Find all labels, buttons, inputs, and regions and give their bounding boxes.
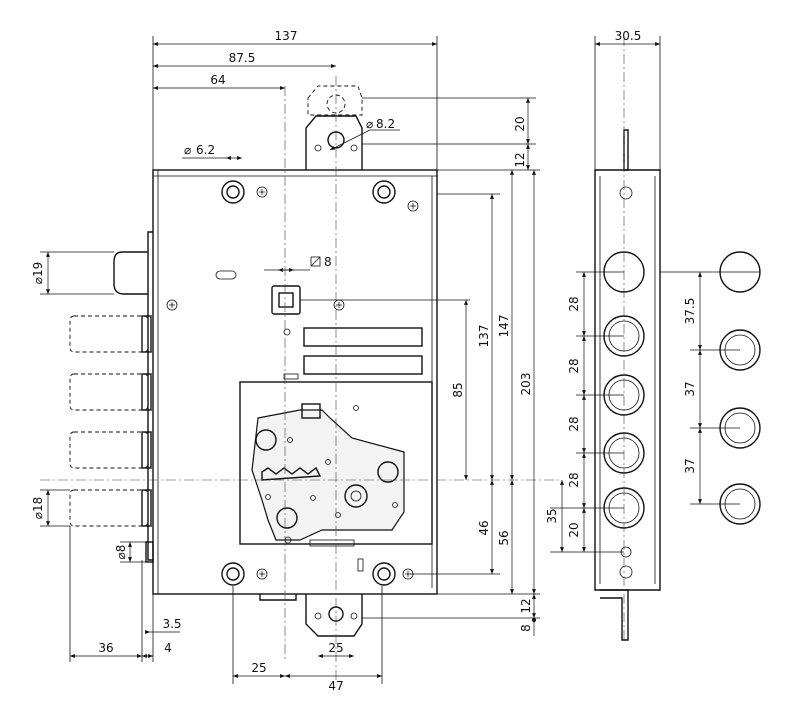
dim-pitch-35: 35 bbox=[545, 508, 559, 523]
dim-12-bottom: 12 bbox=[519, 598, 533, 613]
dim-87-5: 87.5 bbox=[229, 51, 256, 65]
dim-8-bottom: 8 bbox=[519, 624, 533, 632]
dim-25-left: 25 bbox=[251, 661, 266, 675]
dim-pitch-37-5: 37.5 bbox=[683, 298, 697, 325]
dim-147: 147 bbox=[497, 315, 511, 338]
side-view bbox=[594, 36, 761, 641]
dim-36: 36 bbox=[98, 641, 113, 655]
front-view bbox=[40, 76, 560, 680]
dim-3-5: 3.5 bbox=[162, 617, 181, 631]
top-tab-screw-r bbox=[350, 144, 358, 152]
dim-pitch-28-d: 28 bbox=[567, 472, 581, 487]
side-top-tab bbox=[623, 129, 629, 171]
dim-pitch-20: 20 bbox=[567, 522, 581, 537]
mech-pin-1 bbox=[255, 429, 277, 451]
deadbolts bbox=[69, 315, 152, 527]
dim-64: 64 bbox=[210, 73, 225, 87]
dim-pitch-37-b: 37 bbox=[683, 458, 697, 473]
dim-4: 4 bbox=[164, 641, 172, 655]
dim-46: 46 bbox=[477, 520, 491, 535]
dim-85: 85 bbox=[451, 382, 465, 397]
slot-lower bbox=[303, 355, 423, 375]
dim-12-top: 12 bbox=[513, 152, 527, 167]
top-tab-screw-l bbox=[314, 144, 322, 152]
dim-47: 47 bbox=[328, 679, 343, 693]
dim-30-5: 30.5 bbox=[615, 29, 642, 43]
dimension-labels: 137 87.5 64 ⌀ 8.2 ⌀ 6.2 8 ⌀19 ⌀18 ⌀8 20 … bbox=[31, 29, 697, 693]
small-pin bbox=[145, 541, 154, 563]
dim-137-top: 137 bbox=[275, 29, 298, 43]
dim-137-vertical: 137 bbox=[477, 325, 491, 348]
latch-bolt bbox=[113, 251, 148, 295]
dim-hole-8-2: 8.2 bbox=[376, 117, 395, 131]
slot-indicator bbox=[215, 270, 237, 280]
key-profile bbox=[261, 466, 322, 481]
bolt-profile-circles bbox=[719, 251, 761, 525]
square-symbol-icon bbox=[310, 256, 321, 267]
dim-dia-8: ⌀8 bbox=[114, 545, 128, 560]
dim-pitch-37-a: 37 bbox=[683, 381, 697, 396]
spindle-hub bbox=[271, 285, 301, 315]
dim-phi-6-2-symbol: ⌀ bbox=[184, 143, 191, 157]
dim-56: 56 bbox=[497, 530, 511, 545]
dim-203: 203 bbox=[519, 373, 533, 396]
dim-pitch-28-b: 28 bbox=[567, 358, 581, 373]
dim-25-center: 25 bbox=[328, 641, 343, 655]
dim-square-8: 8 bbox=[324, 255, 332, 269]
dimension-lines bbox=[40, 36, 760, 684]
side-case bbox=[594, 169, 661, 591]
bushing-top-right bbox=[372, 180, 396, 204]
top-tab bbox=[305, 115, 363, 170]
spindle-square bbox=[278, 292, 294, 308]
bottom-slot bbox=[259, 594, 297, 601]
dim-dia-18: ⌀18 bbox=[31, 497, 45, 520]
dim-pitch-28-c: 28 bbox=[567, 416, 581, 431]
bushing-bottom-left bbox=[221, 562, 245, 586]
mech-hub bbox=[344, 484, 368, 508]
dim-20-top: 20 bbox=[513, 116, 527, 131]
bushing-bottom-right bbox=[372, 562, 396, 586]
dim-phi-8-2-symbol: ⌀ bbox=[366, 117, 373, 131]
bottom-tab bbox=[305, 594, 363, 637]
slot-upper bbox=[303, 327, 423, 347]
side-bottom-bracket bbox=[600, 589, 629, 641]
mech-pin-3 bbox=[276, 507, 298, 529]
mech-pin-2 bbox=[377, 461, 399, 483]
dim-pitch-28-a: 28 bbox=[567, 296, 581, 311]
dim-dia-19: ⌀19 bbox=[31, 262, 45, 285]
top-strike-dashed bbox=[307, 85, 363, 116]
dim-hole-6-2: 6.2 bbox=[196, 143, 215, 157]
bushing-top-left bbox=[221, 180, 245, 204]
lock-case bbox=[152, 169, 438, 595]
